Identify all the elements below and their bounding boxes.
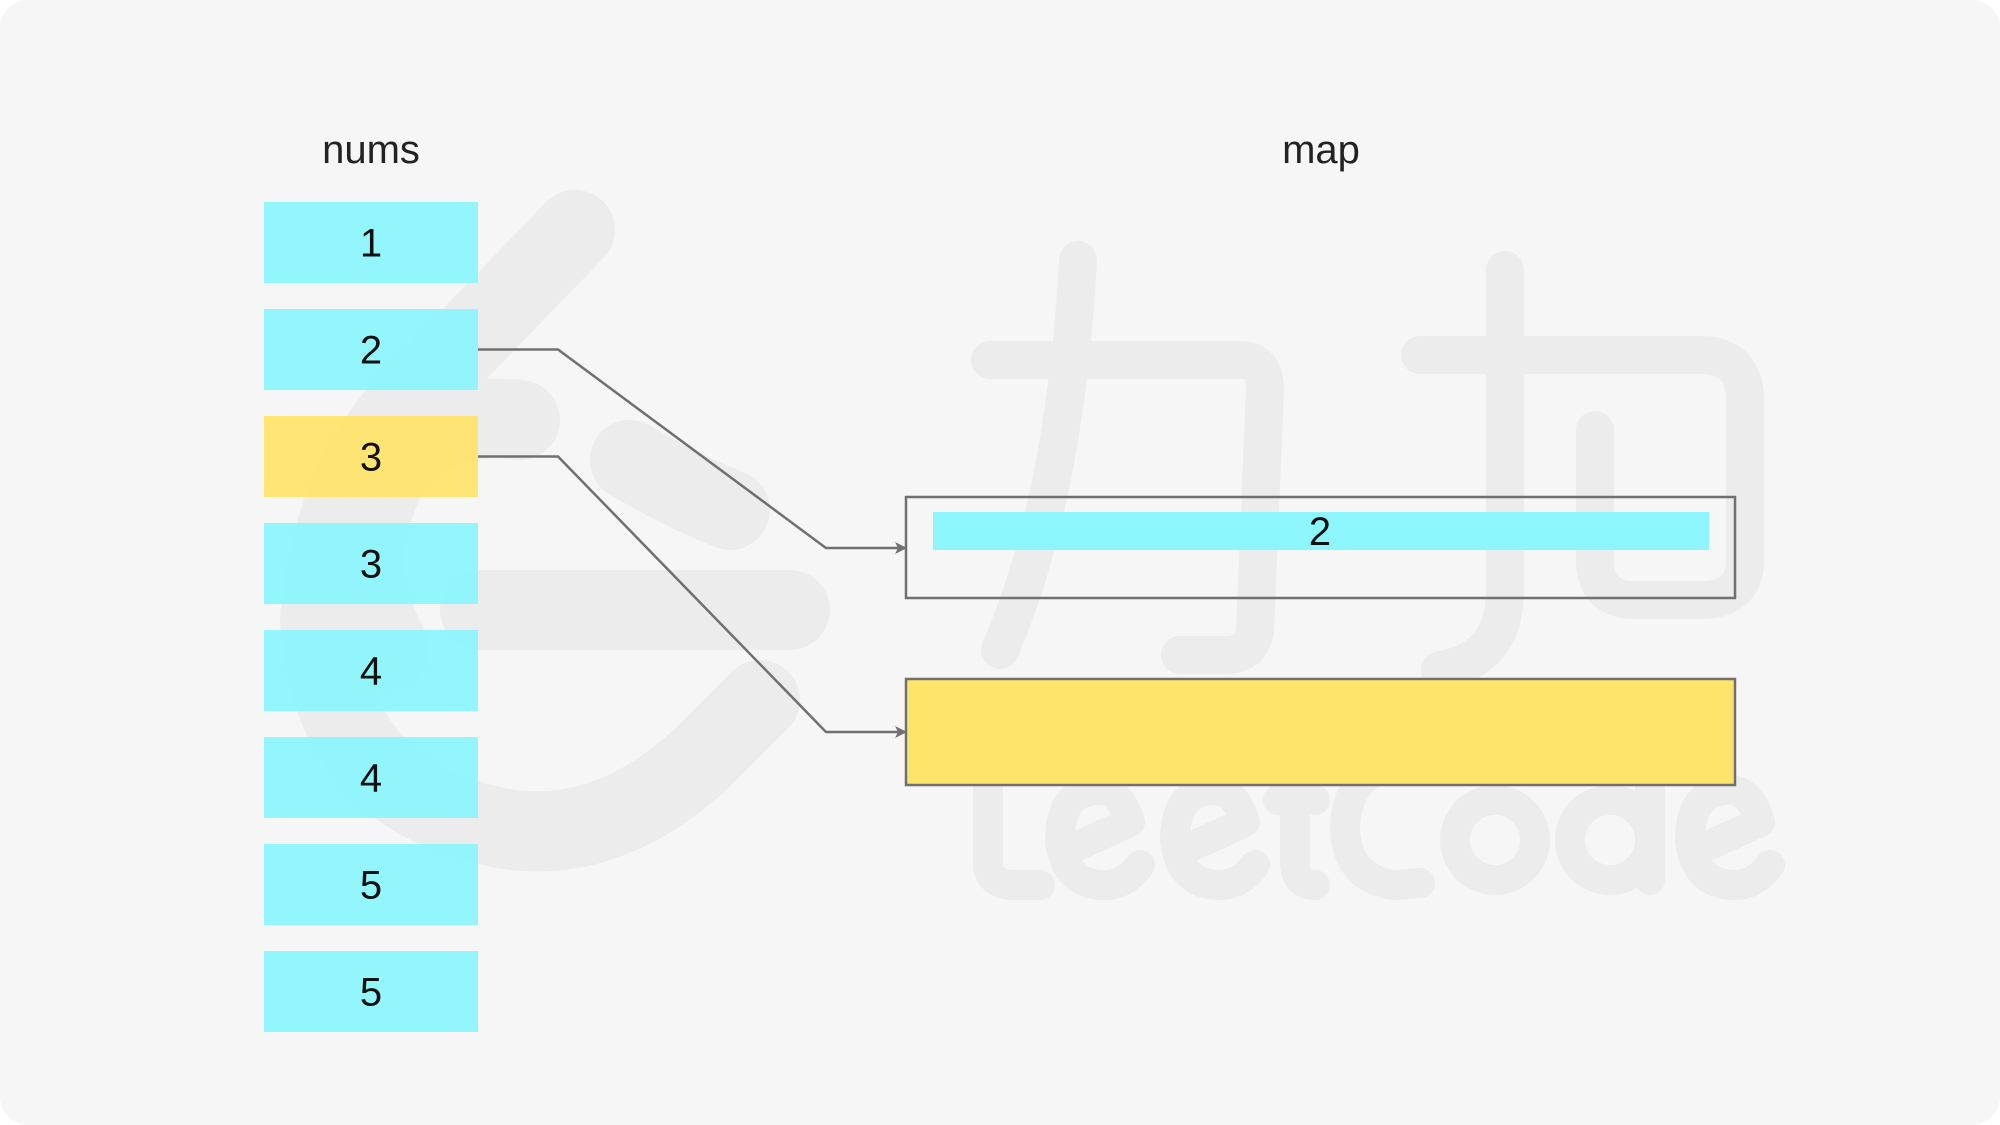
nums-cell-value: 2 bbox=[360, 329, 382, 373]
nums-cell-value: 4 bbox=[360, 757, 382, 801]
nums-cell-value: 1 bbox=[360, 222, 382, 266]
map-bucket-highlighted bbox=[904, 677, 1737, 787]
watermark-chinese bbox=[971, 241, 1764, 689]
nums-array: 1 2 3 3 4 4 5 5 bbox=[264, 202, 478, 1032]
nums-cell-box bbox=[264, 523, 478, 604]
nums-cell-box bbox=[264, 202, 478, 283]
nums-cell: 2 bbox=[264, 309, 478, 390]
map-bucket-entry-bar bbox=[933, 512, 1709, 550]
nums-cell-value: 3 bbox=[360, 436, 382, 480]
nums-cell-box bbox=[264, 630, 478, 711]
nums-cell: 3 bbox=[264, 523, 478, 604]
nums-cell-value: 5 bbox=[360, 864, 382, 908]
watermark-leetcode bbox=[973, 749, 1785, 900]
nums-cell-value: 4 bbox=[360, 650, 382, 694]
nums-cell: 1 bbox=[264, 202, 478, 283]
nums-cell-box bbox=[264, 309, 478, 390]
nums-cell-box bbox=[264, 416, 478, 497]
map-label: map bbox=[1282, 128, 1360, 172]
arrow-1 bbox=[478, 348, 907, 554]
nums-cell: 5 bbox=[264, 951, 478, 1032]
nums-label: nums bbox=[322, 128, 420, 172]
map-bucket-entry-value: 2 bbox=[1309, 510, 1331, 554]
nums-cell-value: 5 bbox=[360, 971, 382, 1015]
nums-cell-box bbox=[264, 951, 478, 1032]
arrow-2 bbox=[478, 455, 907, 738]
nums-cell: 4 bbox=[264, 630, 478, 711]
nums-cell: 3 bbox=[264, 416, 478, 497]
nums-cell-box bbox=[264, 844, 478, 925]
arrows bbox=[478, 348, 907, 738]
nums-cell: 4 bbox=[264, 737, 478, 818]
map-bucket-yellow bbox=[904, 677, 1737, 787]
nums-cell: 5 bbox=[264, 844, 478, 925]
map-bucket: 2 bbox=[904, 495, 1737, 600]
nums-cell-box bbox=[264, 737, 478, 818]
map-bucket-outline bbox=[904, 495, 1737, 600]
nums-cell-value: 3 bbox=[360, 543, 382, 587]
